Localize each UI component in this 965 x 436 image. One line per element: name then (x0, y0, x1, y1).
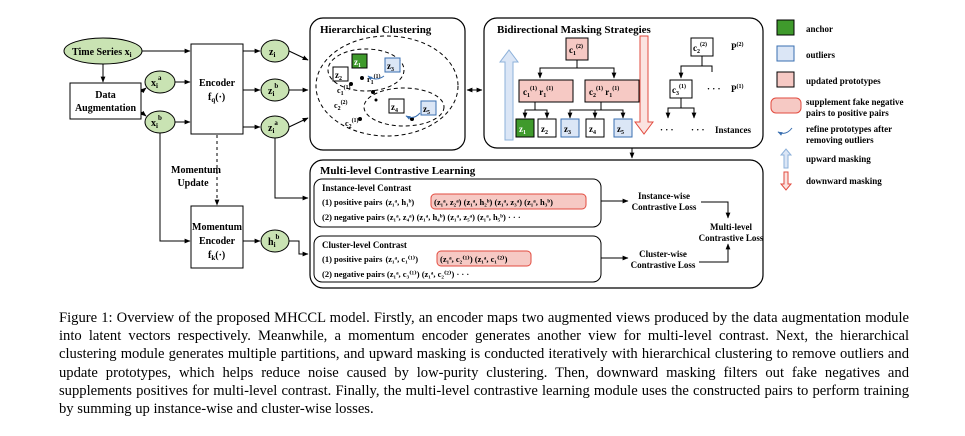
svg-text:c1(2): c1(2) (569, 43, 583, 57)
masking-leaf-z4: z4 (585, 118, 605, 138)
data-augmentation-box: Data Augmentation (69, 82, 142, 120)
time-series-node: Time Series xi (63, 37, 143, 65)
zib-node: zib (243, 78, 290, 102)
cluster-loss-line1: Cluster-wise (639, 249, 687, 259)
contrastive-title: Multi-level Contrastive Learning (320, 165, 476, 177)
svg-text:z1: z1 (354, 57, 361, 69)
svg-text:zib: zib (268, 82, 278, 98)
figure-caption: Figure 1: Overview of the proposed MHCCL… (59, 310, 909, 418)
hierarchical-clustering-panel: Hierarchical Clustering z1 z2 z3 r1(1) c… (309, 17, 466, 151)
svg-text:c1(1): c1(1) (337, 84, 351, 97)
svg-text:z5: z5 (617, 124, 624, 136)
instance-loss-line2: Contrastive Loss (632, 202, 697, 212)
zi-node: zi (243, 39, 290, 63)
svg-text:z5: z5 (423, 104, 430, 116)
svg-text:Momentum: Momentum (171, 165, 222, 176)
svg-text:c3(1): c3(1) (672, 83, 686, 97)
instance-loss-line1: Instance-wise (638, 191, 690, 201)
hierarchical-clustering-title: Hierarchical Clustering (320, 24, 432, 36)
svg-text:c2(1): c2(1) (345, 117, 359, 130)
time-series-label: Time Series x (72, 47, 130, 58)
svg-text:P(2): P(2) (731, 41, 744, 52)
xa-node: xia (144, 70, 176, 94)
svg-text:c2(2): c2(2) (693, 41, 707, 55)
cluster-positive-boxed: (z₁ᵃ, c₂⁽¹⁾) (z₁ᵃ, c₁⁽²⁾) (440, 254, 508, 264)
cluster-negative-pairs: (2) negative pairs (z₁ᵃ, c₃⁽¹⁾) (z₁ᵃ, c₂… (322, 269, 469, 279)
legend-supplement-line1: supplement fake negative (806, 97, 904, 107)
legend-anchor: anchor (806, 24, 833, 34)
svg-text:zi: zi (269, 47, 275, 59)
svg-text:Encoder: Encoder (199, 236, 236, 247)
svg-text:· · ·: · · · (691, 125, 705, 135)
masking-title: Bidirectional Masking Strategies (497, 24, 652, 36)
svg-text:Update: Update (177, 178, 209, 189)
svg-text:P(1): P(1) (731, 83, 744, 94)
xb-node: xib (144, 110, 176, 134)
total-loss-line2: Contrastive Loss (699, 233, 764, 243)
svg-text:Encoder: Encoder (199, 78, 236, 89)
svg-text:c1(1) r1(1): c1(1) r1(1) (523, 85, 553, 99)
total-loss-line1: Multi-level (710, 222, 752, 232)
svg-text:z1: z1 (519, 124, 526, 136)
zia-node: zia (243, 115, 290, 139)
svg-text:c2(1) r1(1): c2(1) r1(1) (589, 85, 619, 99)
masking-leaf-z2: z2 (537, 118, 557, 138)
svg-text:z2: z2 (335, 70, 342, 82)
instance-negative-pairs: (2) negative pairs (z₁ᵃ, z₄ᵃ) (z₁ᵃ, h₄ᵇ)… (322, 212, 521, 222)
legend-refine-line2: removing outliers (806, 135, 874, 145)
encoder-box: Encoder fq(·) (190, 43, 244, 135)
masking-leaf-z5: z5 (613, 118, 633, 138)
legend-refine-line1: refine prototypes after (806, 124, 892, 134)
svg-text:c2(2): c2(2) (334, 99, 348, 112)
svg-text:z4: z4 (391, 102, 398, 114)
downward-masking-arrow (634, 35, 654, 135)
svg-text:Data: Data (95, 90, 116, 101)
svg-text:z2: z2 (541, 124, 548, 136)
instance-positive-pairs: (1) positive pairs(z₁ᵃ, h₁ᵇ) (322, 197, 414, 207)
svg-text:· · ·: · · · (660, 125, 674, 135)
svg-text:· · ·: · · · (707, 84, 721, 94)
legend: anchor outliers updated prototypes suppl… (770, 19, 904, 191)
svg-text:hib: hib (268, 233, 280, 249)
instances-label: Instances (715, 125, 752, 135)
cluster-level-title: Cluster-level Contrast (322, 240, 407, 250)
cluster-loss-line2: Contrastive Loss (631, 260, 696, 270)
svg-text:zia: zia (268, 119, 278, 135)
masking-leaf-z1: z1 (515, 118, 535, 138)
svg-text:Momentum: Momentum (192, 222, 243, 233)
instance-level-title: Instance-level Contrast (322, 183, 411, 193)
svg-text:fk(·): fk(·) (208, 250, 225, 262)
contrastive-panel: Multi-level Contrastive Learning Instanc… (309, 159, 764, 289)
svg-text:fq(·): fq(·) (208, 92, 225, 104)
legend-downward: downward masking (806, 176, 882, 186)
legend-upward: upward masking (806, 154, 871, 164)
svg-text:z4: z4 (589, 124, 596, 136)
svg-text:xia: xia (151, 74, 162, 90)
momentum-encoder-box: Momentum Encoder fk(·) (190, 205, 244, 269)
mhccl-diagram: Time Series xi Data Augmentation xia xib… (63, 17, 904, 289)
instance-positive-boxed: (z₁ᵃ, z₂ᵃ) (z₁ᵃ, h₂ᵇ) (z₁ᵃ, z₃ᵃ) (z₁ᵃ, h… (434, 197, 553, 207)
legend-supplement-line2: pairs to positive pairs (806, 108, 889, 118)
masking-panel: Bidirectional Masking Strategies c1(2) c… (483, 17, 764, 149)
svg-text:Augmentation: Augmentation (75, 103, 137, 114)
svg-text:xib: xib (151, 114, 162, 130)
cluster-positive-pairs: (1) positive pairs(z₁ᵃ, c₁⁽¹⁾) (322, 254, 418, 264)
hib-node: hib (243, 229, 290, 253)
svg-text:Time Series xi: Time Series xi (72, 47, 132, 59)
arrow-xb-to-momentum-encoder (159, 133, 191, 244)
svg-text:z3: z3 (387, 61, 394, 73)
legend-updated-prototypes: updated prototypes (806, 76, 881, 86)
momentum-update-label: Momentum Update (171, 165, 222, 189)
masking-leaf-z3: z3 (560, 118, 580, 138)
legend-outliers: outliers (806, 50, 835, 60)
svg-text:z3: z3 (564, 124, 571, 136)
upward-masking-arrow (499, 49, 519, 141)
